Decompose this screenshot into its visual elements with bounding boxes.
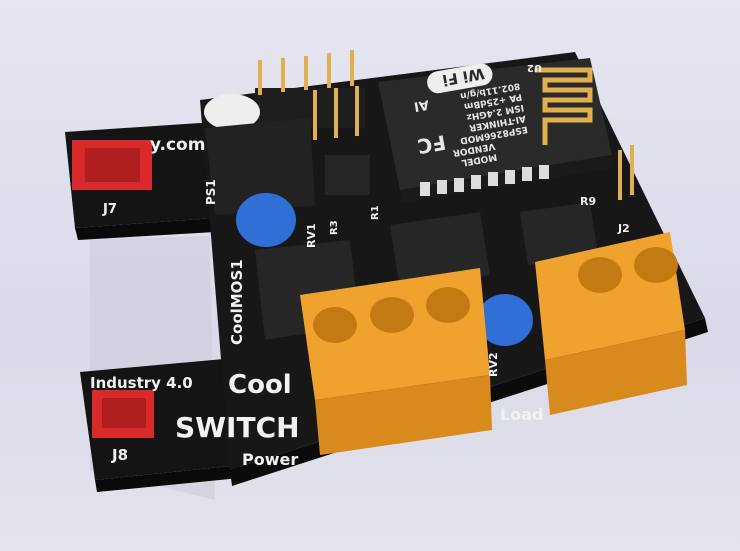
terminal-block-load	[535, 232, 687, 415]
mosfet	[520, 202, 598, 265]
jst-connector-j8	[92, 390, 154, 438]
capacitor	[204, 94, 260, 130]
silk-r3: R3	[329, 220, 340, 235]
silk-j2: J2	[617, 222, 630, 235]
power-supply-ps1	[205, 118, 315, 215]
silk-coolmos: CoolMOS1	[228, 259, 246, 345]
silk-rv2: RV2	[487, 352, 500, 377]
jst-connector-j7	[72, 140, 152, 190]
fcc-logo: FC	[416, 130, 448, 159]
silk-ps1: PS1	[204, 179, 218, 205]
esp8266-module: MODEL VENDOR ESP8266MOD AI-THINKER ISM 2…	[378, 58, 612, 203]
potentiometer-rv1	[236, 193, 296, 247]
silk-industry: Industry 4.0	[90, 374, 193, 392]
soic-chip	[325, 155, 370, 195]
silk-switch: SWITCH	[175, 411, 300, 444]
silk-j7: J7	[102, 202, 117, 217]
silk-r1: R1	[370, 205, 381, 220]
silk-power: Power	[242, 450, 298, 469]
silk-r9: R9	[580, 195, 596, 208]
ai-logo: AI	[413, 96, 430, 113]
silk-j8: J8	[111, 446, 128, 464]
pin-header-j2	[618, 145, 634, 200]
silk-cool: Cool	[228, 370, 292, 400]
silk-load: Load	[500, 405, 543, 424]
silk-u2: U2	[527, 62, 542, 73]
pcb-tab-j8	[80, 358, 240, 492]
silk-rv1: RV1	[305, 223, 318, 248]
potentiometer-rv2	[477, 294, 533, 346]
silk-url: y.com	[150, 135, 205, 155]
terminal-block-power	[300, 268, 492, 455]
